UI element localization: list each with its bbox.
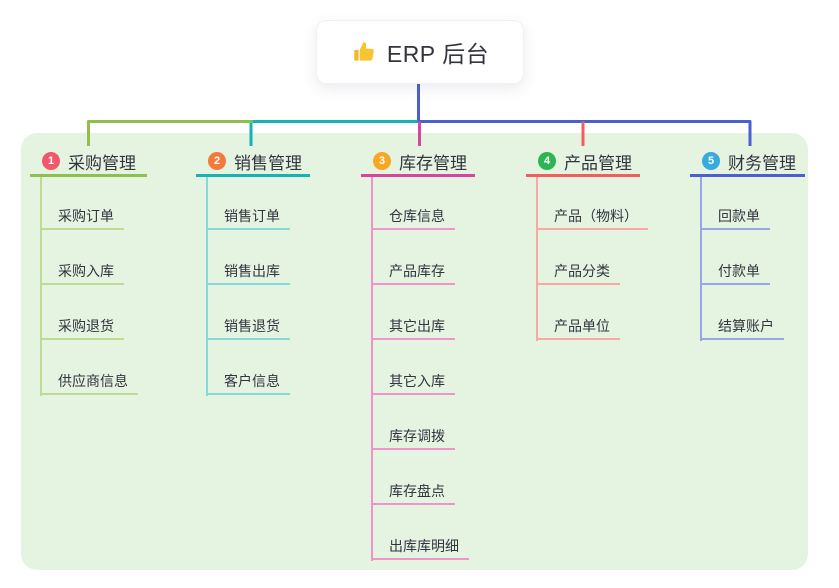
child-node[interactable]: 其它出库 — [371, 316, 455, 340]
branch-node-product[interactable]: 4 产品管理 — [526, 148, 640, 177]
branch-label: 库存管理 — [399, 153, 467, 173]
child-node[interactable]: 库存盘点 — [371, 481, 455, 505]
branch-child-connector — [536, 177, 538, 341]
child-node[interactable]: 供应商信息 — [40, 371, 138, 395]
child-node[interactable]: 结算账户 — [700, 316, 784, 340]
branch-node-purchase[interactable]: 1 采购管理 — [30, 148, 147, 177]
child-node[interactable]: 销售出库 — [206, 261, 290, 285]
root-title: ERP 后台 — [386, 41, 490, 67]
branch-child-connector — [206, 177, 208, 396]
thumbs-up-icon — [351, 39, 377, 65]
child-node[interactable]: 回款单 — [700, 206, 770, 230]
branch-number-badge: 2 — [208, 152, 226, 170]
branch-number-badge: 4 — [538, 152, 556, 170]
child-node[interactable]: 产品分类 — [536, 261, 620, 285]
branch-node-sales[interactable]: 2 销售管理 — [196, 148, 310, 177]
connector-sales — [249, 120, 418, 146]
child-node[interactable]: 付款单 — [700, 261, 770, 285]
branch-number-badge: 3 — [373, 152, 391, 170]
child-node[interactable]: 产品（物料） — [536, 206, 648, 230]
root-node[interactable]: ERP 后台 — [316, 20, 524, 84]
branch-node-inventory[interactable]: 3 库存管理 — [361, 148, 475, 177]
child-node[interactable]: 采购退货 — [40, 316, 124, 340]
background-panel — [21, 133, 808, 570]
branch-child-connector — [700, 177, 702, 341]
branch-child-connector — [371, 177, 373, 561]
child-node[interactable]: 库存调拨 — [371, 426, 455, 450]
child-node[interactable]: 仓库信息 — [371, 206, 455, 230]
branch-label: 财务管理 — [728, 153, 796, 173]
branch-label: 产品管理 — [564, 153, 632, 173]
child-node[interactable]: 其它入库 — [371, 371, 455, 395]
branch-child-connector — [40, 177, 42, 396]
child-node[interactable]: 销售订单 — [206, 206, 290, 230]
child-node[interactable]: 产品单位 — [536, 316, 620, 340]
child-node[interactable]: 销售退货 — [206, 316, 290, 340]
branch-number-badge: 1 — [42, 152, 60, 170]
branch-number-badge: 5 — [702, 152, 720, 170]
child-node[interactable]: 采购订单 — [40, 206, 124, 230]
child-node[interactable]: 出库库明细 — [371, 536, 469, 560]
branch-label: 采购管理 — [68, 153, 136, 173]
child-node[interactable]: 采购入库 — [40, 261, 124, 285]
child-node[interactable]: 客户信息 — [206, 371, 290, 395]
child-node[interactable]: 产品库存 — [371, 261, 455, 285]
connector-purchase — [87, 120, 253, 146]
branch-node-finance[interactable]: 5 财务管理 — [690, 148, 805, 177]
branch-label: 销售管理 — [234, 153, 302, 173]
